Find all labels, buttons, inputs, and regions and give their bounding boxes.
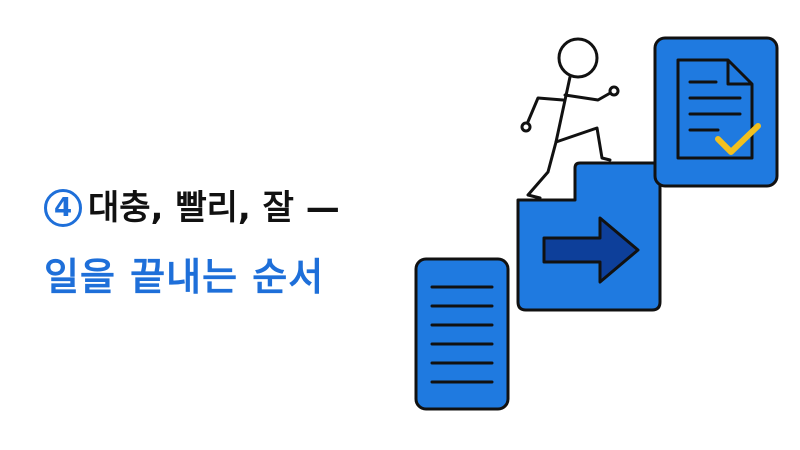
document-check-icon: [653, 36, 779, 188]
document-icon: [414, 257, 510, 411]
step-number-badge: 4: [44, 189, 82, 227]
folder-arrow-icon: [516, 161, 662, 312]
headline-line2: 일을 끝내는 순서: [44, 255, 325, 299]
title-block: 4 대충, 빨리, 잘 — 일을 끝내는 순서: [44, 186, 340, 300]
headline-line1-row: 4 대충, 빨리, 잘 —: [44, 186, 340, 230]
headline-line1: 대충, 빨리, 잘 —: [88, 188, 340, 228]
stick-figure-icon: [520, 37, 620, 200]
